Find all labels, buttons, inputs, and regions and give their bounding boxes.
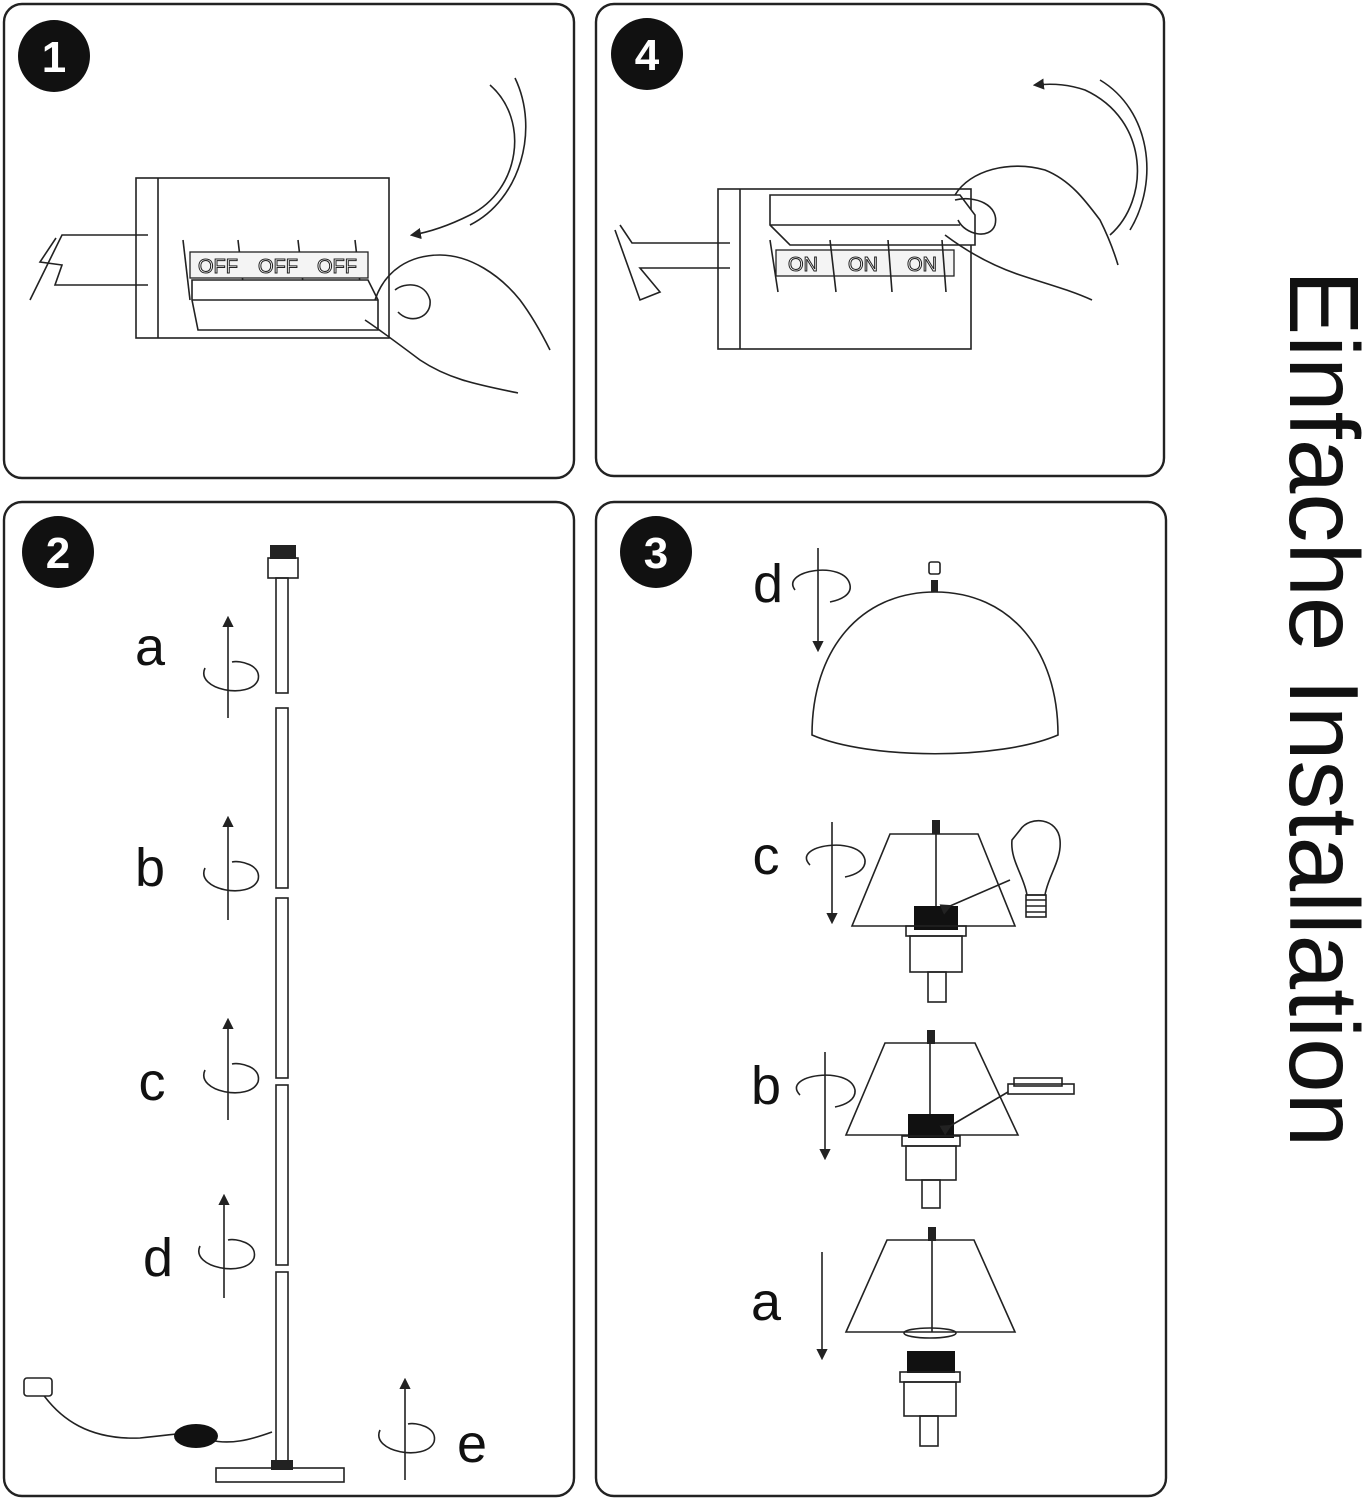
- switch-label-2: OFF: [258, 256, 298, 278]
- step-3-number: 3: [644, 529, 668, 578]
- step-4-badge: [611, 18, 683, 90]
- lamp-base: [215, 1467, 345, 1483]
- step-3-label-d: d: [753, 554, 783, 614]
- socket: [909, 935, 963, 973]
- socket: [905, 1145, 957, 1181]
- panel-4-frame: [594, 2, 1166, 478]
- finial: [928, 561, 941, 575]
- shade-frame: [844, 1042, 1020, 1136]
- panel-step-1: 1 OFF OFF OFF: [2, 2, 576, 480]
- plug-icon: [23, 1377, 53, 1397]
- panel-step-3: 3 d c b a: [594, 500, 1168, 1498]
- breaker-box: [135, 177, 390, 339]
- push-up-arrow-icon: [1032, 78, 1139, 236]
- switch-label-1: ON: [788, 254, 818, 276]
- step-1-number: 1: [42, 33, 66, 82]
- switch-label-3: ON: [907, 254, 937, 276]
- cable: [614, 224, 730, 302]
- power-cord: [39, 1389, 273, 1443]
- push-down-arrow-icon: [409, 84, 516, 240]
- step-3-label-a: a: [751, 1272, 782, 1332]
- step-4-number: 4: [635, 31, 660, 80]
- lamp-pole: [215, 545, 345, 1483]
- panel-step-2: 2 a b c d e: [2, 500, 576, 1498]
- step-2-label-b: b: [135, 838, 165, 898]
- lock-ring-icon: [1007, 1083, 1075, 1095]
- panel-step-4: 4 ON ON ON: [594, 2, 1166, 478]
- step-3-badge: [620, 516, 692, 588]
- step-2-number: 2: [46, 529, 70, 578]
- switch-label-2: ON: [848, 254, 878, 276]
- step-2-label-a: a: [135, 617, 166, 677]
- step-2-badge: [22, 516, 94, 588]
- shade-frame: [850, 833, 1017, 927]
- side-title: Einfache Installation: [1269, 270, 1372, 1147]
- switch-label-3: OFF: [317, 256, 357, 278]
- step-2-label-e: e: [457, 1414, 487, 1474]
- step-3-label-c: c: [753, 826, 780, 886]
- shade-frame: [844, 1239, 1017, 1333]
- step-3-label-b: b: [751, 1056, 781, 1116]
- step-2-label-c: c: [139, 1052, 166, 1112]
- socket: [903, 1381, 957, 1417]
- breaker-switches-on: ON ON ON: [769, 194, 976, 293]
- step-1-badge: [18, 20, 90, 92]
- panel-3-frame: [594, 500, 1168, 1498]
- page-title: Einfache Installation: [1269, 270, 1372, 1147]
- breaker-box: [717, 188, 972, 350]
- bulb-icon: [1011, 819, 1061, 896]
- hand-icon: [364, 254, 551, 394]
- breaker-switches-off: OFF OFF OFF: [182, 239, 379, 331]
- hand-icon: [944, 165, 1119, 301]
- dome-shade: [811, 591, 1059, 755]
- panel-1-frame: [2, 2, 576, 480]
- switch-label-1: OFF: [198, 256, 238, 278]
- cable: [29, 234, 148, 301]
- foot-switch: [174, 1424, 218, 1448]
- step-2-label-d: d: [143, 1228, 173, 1288]
- panel-2-frame: [2, 500, 576, 1498]
